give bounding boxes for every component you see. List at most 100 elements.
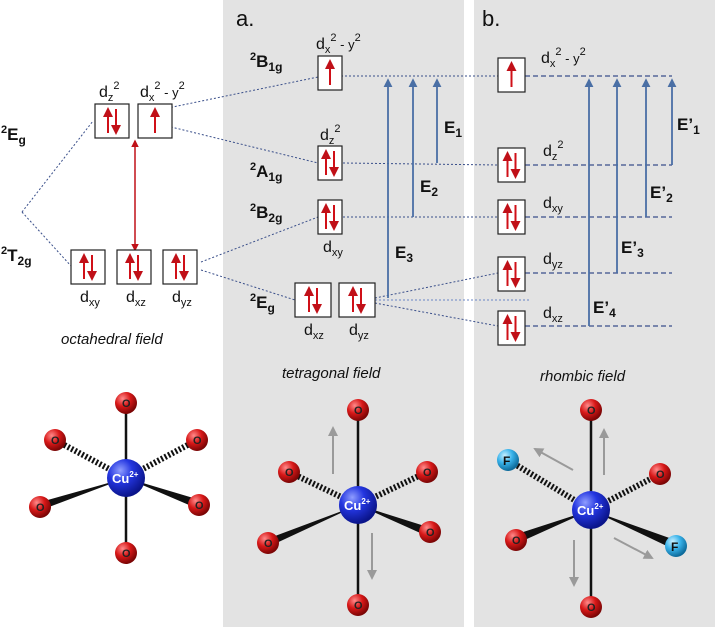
wedge-bond	[514, 510, 591, 543]
orbital-box-rho-dxy	[497, 199, 526, 235]
oxygen-labels: O O O O O O	[264, 405, 435, 612]
oxygen-atom	[347, 594, 369, 616]
oxygen-atom	[580, 399, 602, 421]
orbital-box-tet-dxy	[317, 199, 343, 235]
orbital-box-rho-dxz	[497, 310, 526, 346]
wedge-bond	[591, 510, 675, 548]
tetragonal-field-label: tetragonal field	[282, 365, 381, 382]
fluorine-atom	[497, 449, 519, 471]
energy-label-E1: E1	[444, 118, 462, 140]
motion-arrow	[533, 448, 574, 471]
copper-label: Cu2+	[577, 502, 604, 518]
orbital-label-tet-dx2y2: dx2 - y2	[316, 32, 361, 56]
orbital-box-oct-dxy	[70, 249, 106, 285]
rhombic-field-label: rhombic field	[540, 368, 626, 385]
wedge-bond	[37, 478, 126, 510]
energy-label-Ep1: E’1	[677, 115, 700, 137]
copper-label: Cu2+	[344, 497, 371, 513]
orbital-label-oct-dx2y2: dx2 - y2	[140, 80, 185, 104]
orbital-box-oct-dyz	[162, 249, 198, 285]
term-oct-T2g: 2T2g	[1, 245, 32, 268]
orbital-box-rho-dyz	[497, 256, 526, 292]
wedge-bond	[126, 478, 200, 508]
svg-text:O: O	[264, 538, 273, 550]
panel-a-label: a.	[236, 6, 254, 31]
orbital-label-oct-dyz: dyz	[172, 289, 192, 309]
orbital-label-rho-dyz: dyz	[543, 251, 563, 271]
copper-atom	[572, 491, 610, 529]
term-tet-A1g: 2A1g	[250, 161, 282, 184]
oxygen-atom	[115, 542, 137, 564]
orbital-label-tet-dxy: dxy	[323, 239, 343, 259]
fluorine-atom	[665, 535, 687, 557]
orbital-label-oct-dz2: dz2	[99, 80, 120, 104]
oxygen-atom	[505, 529, 527, 551]
svg-text:O: O	[656, 469, 665, 481]
energy-label-Ep3: E’3	[621, 238, 644, 260]
oxygen-atom	[29, 496, 51, 518]
term-tet-B1g: 2B1g	[250, 51, 282, 74]
panel-b-label: b.	[482, 6, 500, 31]
energy-arrows	[383, 78, 677, 326]
svg-text:O: O	[122, 548, 131, 560]
oxygen-atom	[416, 461, 438, 483]
wedge-bond	[267, 505, 358, 546]
term-oct-Eg: 2Eg	[1, 124, 26, 147]
octahedral-field-label: octahedral field	[61, 331, 163, 348]
energy-label-E2: E2	[420, 177, 438, 199]
orbital-label-oct-dxz: dxz	[126, 289, 146, 309]
svg-text:O: O	[587, 602, 596, 614]
orbital-label-rho-dxy: dxy	[543, 195, 563, 215]
rhombic-complex: Cu2+ O O F O O F	[497, 399, 687, 618]
oxygen-atom	[580, 596, 602, 618]
oxygen-atom	[278, 461, 300, 483]
orbital-label-rho-dx2y2: dx2 - y2	[541, 46, 586, 70]
svg-text:F: F	[671, 540, 678, 554]
oxygen-atom	[186, 429, 208, 451]
rhombic-level-lines	[525, 75, 672, 327]
oxygen-atom	[115, 392, 137, 414]
orbital-label-tet-dyz: dyz	[349, 322, 369, 342]
svg-text:F: F	[503, 454, 510, 468]
svg-text:O: O	[354, 405, 363, 417]
oxygen-atom	[419, 521, 441, 543]
energy-label-Ep4: E’4	[593, 298, 616, 320]
orbital-box-tet-dz2	[317, 145, 343, 181]
oxygen-atom	[257, 532, 279, 554]
orbital-box-oct-dxz	[116, 249, 152, 285]
orbital-label-rho-dxz: dxz	[543, 305, 563, 325]
oxygen-atom	[188, 494, 210, 516]
oxygen-atom	[44, 429, 66, 451]
energy-label-E3: E3	[395, 243, 413, 265]
orbital-label-tet-dz2: dz2	[320, 123, 341, 147]
svg-text:O: O	[51, 435, 60, 447]
term-tet-Eg: 2Eg	[250, 292, 275, 315]
motion-arrow	[613, 537, 654, 559]
oxygen-atom	[347, 399, 369, 421]
oxygen-labels: O O O O O O	[36, 398, 204, 560]
octahedral-complex: Cu2+ O O O O O O	[29, 392, 210, 564]
copper-label: Cu2+	[112, 470, 139, 486]
orbital-box-tet-dyz	[338, 282, 376, 318]
orbital-box-rho-dz2	[497, 147, 526, 183]
svg-text:O: O	[193, 435, 202, 447]
electron-arrows	[79, 59, 521, 342]
orbital-label-rho-dz2: dz2	[543, 139, 564, 163]
svg-text:O: O	[195, 500, 204, 512]
atom-labels: O O F O O F	[503, 405, 678, 614]
orbital-box-oct-dz2	[94, 103, 130, 139]
svg-text:O: O	[512, 535, 521, 547]
wedge-bond	[358, 505, 431, 536]
copper-atom	[107, 459, 145, 497]
svg-text:O: O	[122, 398, 131, 410]
term-tet-B2g: 2B2g	[250, 202, 282, 225]
svg-text:O: O	[426, 527, 435, 539]
svg-text:O: O	[587, 405, 596, 417]
orbital-label-oct-dxy: dxy	[80, 289, 100, 309]
orbital-box-tet-dxz	[294, 282, 332, 318]
orbital-label-tet-dxz: dxz	[304, 322, 324, 342]
svg-text:O: O	[354, 600, 363, 612]
svg-text:O: O	[285, 467, 294, 479]
